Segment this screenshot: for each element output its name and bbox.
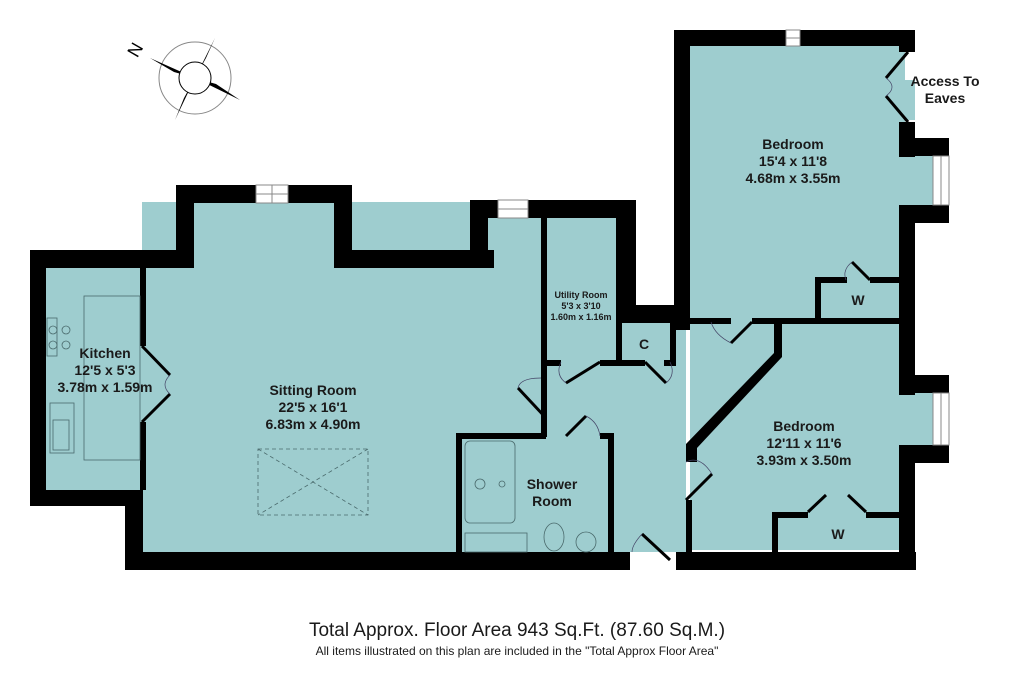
door-swings bbox=[164, 77, 893, 553]
room-label-bedroom-1: Bedroom 15'4 x 11'8 4.68m x 3.55m bbox=[745, 136, 841, 186]
label-access-to-eaves: Access To Eaves bbox=[910, 73, 980, 106]
windows bbox=[255, 29, 950, 446]
room-label-utility-room: Utility Room 5'3 x 3'10 1.60m x 1.16m bbox=[550, 290, 612, 322]
doors bbox=[140, 51, 910, 562]
kitchen-fixtures bbox=[46, 295, 141, 461]
room-label-kitchen: Kitchen 12'5 x 5'3 3.78m x 1.59m bbox=[57, 345, 153, 395]
total-floor-area: Total Approx. Floor Area 943 Sq.Ft. (87.… bbox=[308, 620, 726, 641]
svg-text:N: N bbox=[123, 39, 147, 60]
room-label-shower-room: Shower Room bbox=[526, 476, 578, 509]
room-label-wardrobe-1: W bbox=[851, 292, 865, 308]
room-label-bedroom-2: Bedroom 12'11 x 11'6 3.93m x 3.50m bbox=[756, 418, 852, 468]
room-label-sitting-room: Sitting Room 22'5 x 16'1 6.83m x 4.90m bbox=[265, 382, 361, 432]
skylight bbox=[257, 448, 369, 516]
room-label-cupboard: C bbox=[638, 336, 650, 352]
floor-areas bbox=[46, 45, 940, 552]
floor-area-note: All items illustrated on this plan are i… bbox=[315, 644, 719, 658]
shower-fixtures bbox=[464, 440, 597, 553]
walls bbox=[30, 30, 949, 570]
room-label-wardrobe-2: W bbox=[831, 526, 845, 542]
compass-rose-icon: N bbox=[123, 38, 240, 120]
